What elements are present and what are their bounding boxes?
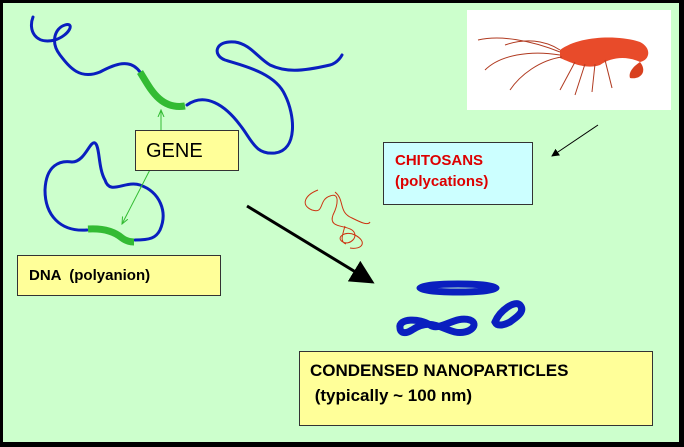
chitosans-subtitle: (polycations) xyxy=(395,173,489,190)
nanoparticles-title: CONDENSED NANOPARTICLES xyxy=(310,361,569,380)
gene-segment-upper xyxy=(137,70,186,110)
gene-label: GENE xyxy=(146,140,203,162)
gene-segment-lower xyxy=(87,225,135,246)
gene-label-box: GENE xyxy=(135,130,239,171)
shrimp-to-chitosan-arrow xyxy=(551,124,599,157)
dna-strand-upper xyxy=(30,15,142,77)
nanoparticles-label-box: CONDENSED NANOPARTICLES (typically ~ 100… xyxy=(299,351,653,426)
nanoparticles xyxy=(396,280,526,337)
shrimp-image xyxy=(477,37,649,96)
dna-label-box: DNA (polyanion) xyxy=(17,255,221,296)
chitosans-label-box: CHITOSANS (polycations) xyxy=(383,142,533,205)
chitosan-strands xyxy=(304,189,371,249)
dna-label: DNA (polyanion) xyxy=(29,267,151,284)
dna-strand-lower xyxy=(43,141,165,242)
chitosans-title: CHITOSANS xyxy=(395,152,484,169)
dna-strand-upper-tail xyxy=(185,40,344,155)
nanoparticles-subtitle: (typically ~ 100 nm) xyxy=(310,386,473,405)
condensation-arrow xyxy=(246,204,375,284)
